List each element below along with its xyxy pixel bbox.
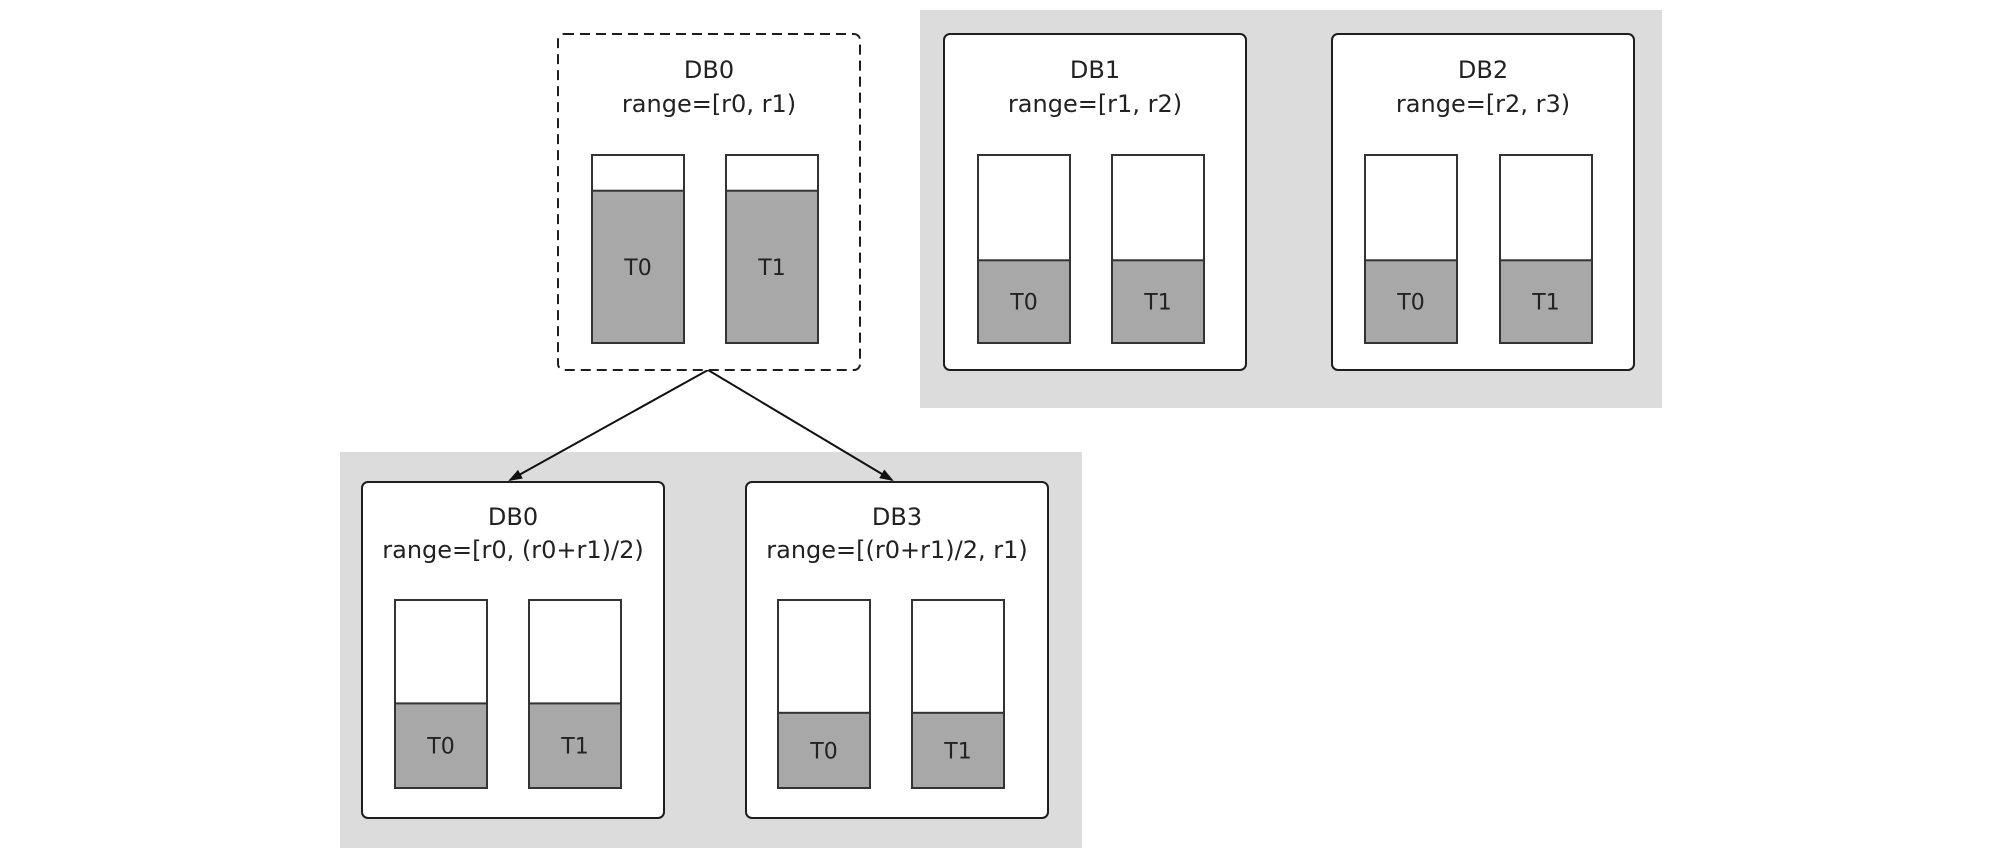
table-label: T1	[1143, 291, 1171, 316]
table-fill-level	[911, 711, 1005, 789]
table-label: T0	[623, 256, 651, 281]
table-fill-level	[394, 702, 488, 790]
table-fill-level	[1111, 259, 1205, 344]
table-label: T1	[560, 735, 588, 760]
table-t1: T1	[725, 154, 819, 344]
db1-box: DB1 range=[r1, r2) T0 T1	[943, 33, 1247, 371]
db-name: DB3	[872, 503, 922, 531]
table-label: T0	[426, 735, 454, 760]
table-fill-level	[1364, 259, 1458, 344]
table-t1: T1	[528, 599, 622, 790]
table-t0: T0	[777, 599, 871, 789]
table-fill-level	[591, 189, 685, 344]
table-t0: T0	[394, 599, 488, 790]
db-range: range=[r0, (r0+r1)/2)	[382, 536, 643, 564]
db-range: range=[r1, r2)	[1008, 90, 1182, 118]
table-label: T0	[1009, 291, 1037, 316]
db-name: DB2	[1458, 56, 1508, 84]
db-range: range=[r2, r3)	[1396, 90, 1570, 118]
table-fill-level	[777, 711, 871, 789]
split-arrow-right	[707, 369, 894, 482]
split-db3-box: DB3 range=[(r0+r1)/2, r1) T0 T1	[745, 481, 1049, 819]
table-t0: T0	[591, 154, 685, 344]
table-fill-level	[977, 259, 1071, 344]
db-name: DB0	[684, 56, 734, 84]
table-fill-level	[725, 189, 819, 344]
db-name: DB0	[488, 503, 538, 531]
db-range: range=[(r0+r1)/2, r1)	[766, 536, 1027, 564]
table-t1: T1	[1499, 154, 1593, 344]
table-fill-level	[1499, 259, 1593, 344]
table-t1: T1	[1111, 154, 1205, 344]
table-label: T0	[1396, 291, 1424, 316]
table-fill-level	[528, 702, 622, 790]
table-t0: T0	[977, 154, 1071, 344]
table-label: T0	[809, 739, 837, 764]
table-label: T1	[943, 739, 971, 764]
split-db0-box: DB0 range=[r0, (r0+r1)/2) T0 T1	[361, 481, 665, 819]
table-label: T1	[1531, 291, 1559, 316]
table-t0: T0	[1364, 154, 1458, 344]
table-label: T1	[757, 256, 785, 281]
db2-box: DB2 range=[r2, r3) T0 T1	[1331, 33, 1635, 371]
split-arrow-left	[508, 369, 709, 481]
source-db-box: DB0 range=[r0, r1) T0 T1	[557, 33, 861, 371]
table-t1: T1	[911, 599, 1005, 789]
db-name: DB1	[1070, 56, 1120, 84]
db-range: range=[r0, r1)	[622, 90, 796, 118]
